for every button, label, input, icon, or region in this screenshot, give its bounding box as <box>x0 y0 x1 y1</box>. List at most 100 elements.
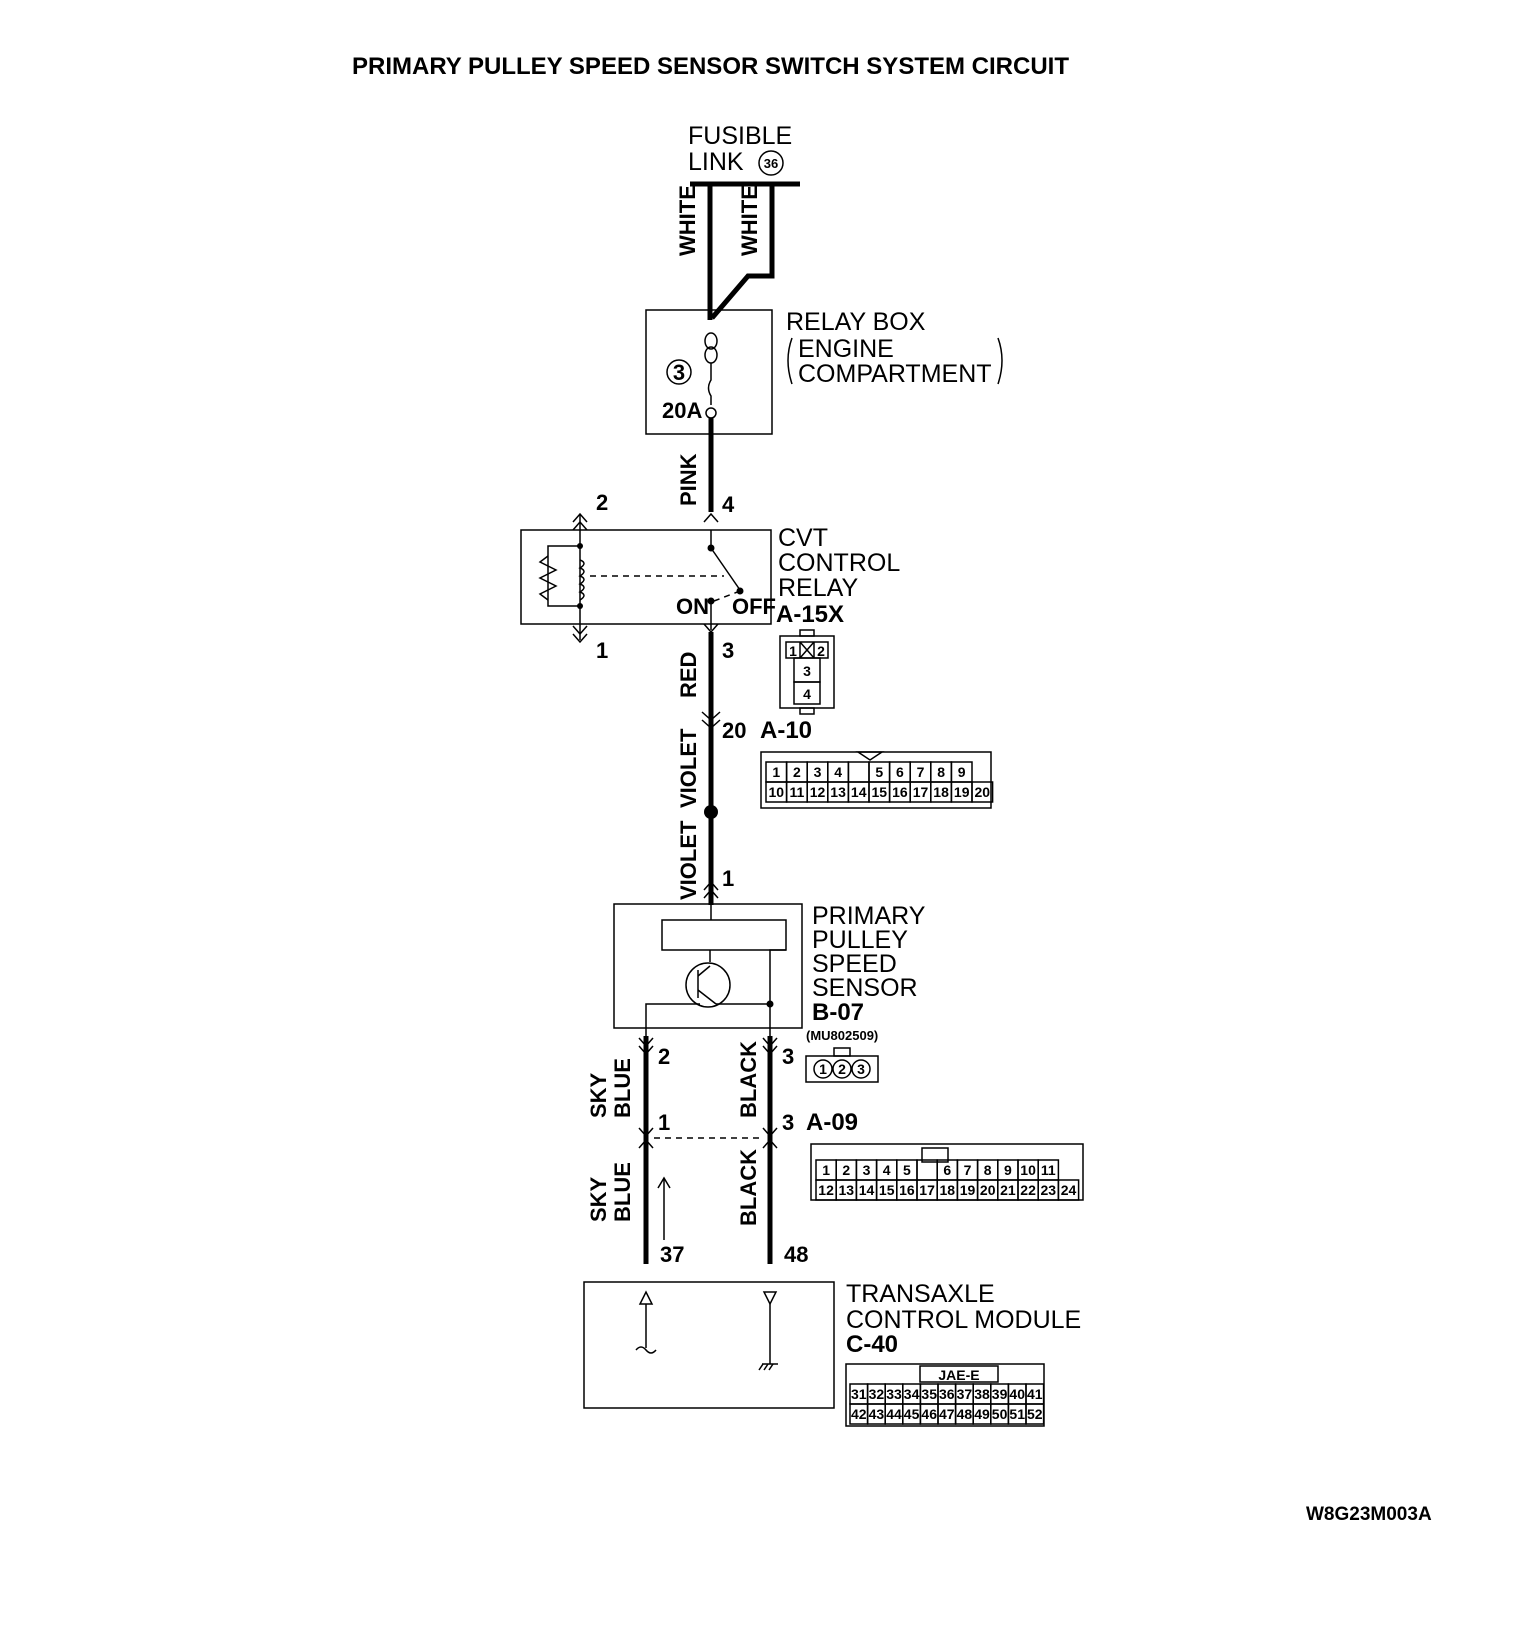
sensor-label-4: SENSOR <box>812 974 918 1002</box>
a15x-latch-top <box>799 629 815 637</box>
a10face-cell-row2-6: 16 <box>892 784 908 800</box>
pink-wire-group: PINK 4 <box>676 418 735 523</box>
tcm-label-1: TRANSAXLE <box>846 1280 995 1308</box>
a09face-cell-row2-11: 23 <box>1041 1182 1057 1198</box>
a10face-cell-box-row1-4 <box>847 761 870 783</box>
a09-connector-name: A-09 <box>806 1109 858 1136</box>
sensor-label-1: PRIMARY <box>812 902 926 930</box>
c40face-cell-row1-2: 33 <box>886 1386 902 1402</box>
a09face-cell-row1-6: 6 <box>943 1162 951 1178</box>
wire-label-red: RED <box>676 652 701 698</box>
white-wires: WHITE WHITE <box>675 184 775 320</box>
cvt-pin-3: 3 <box>722 638 734 663</box>
a10face-cell-row2-7: 17 <box>913 784 929 800</box>
c40face-cell-row1-1: 32 <box>869 1386 885 1402</box>
relay-box: 3 20A RELAY BOX ENGINE COMPARTMENT <box>645 308 1003 435</box>
sensor-pin-2: 2 <box>658 1044 670 1069</box>
pin-2-arrow-1 <box>572 512 588 523</box>
b07-pin-circle-2 <box>832 1059 852 1079</box>
a09face-cell-row1-10: 10 <box>1020 1162 1036 1178</box>
fuse-number-circle <box>666 359 692 385</box>
a10face-cell-row1-2: 3 <box>814 764 822 780</box>
a09face-cell-row1-1: 2 <box>842 1162 850 1178</box>
switch-off-label: OFF <box>732 594 776 619</box>
c40face-cell-row2-2: 44 <box>886 1406 902 1422</box>
cvt-relay-label-2: CONTROL <box>778 549 900 577</box>
transistor-icon <box>685 962 731 1008</box>
sensor-pin-1: 1 <box>722 866 734 891</box>
relay-box-paren-right <box>997 337 1003 385</box>
a10face-cell-row1-8: 8 <box>937 764 945 780</box>
b07-cell-1: 1 <box>819 1061 827 1077</box>
a10-arrow-1 <box>701 711 721 722</box>
a09face-cell-row2-7: 19 <box>960 1182 976 1198</box>
sensor-part-number: (MU802509) <box>806 1028 878 1043</box>
tcm-input-symbol <box>635 1346 657 1354</box>
sensor-ground-node <box>766 1000 774 1008</box>
c40face-cell-row2-1: 43 <box>869 1406 885 1422</box>
wire-label-black-upper: BLACK <box>736 1041 761 1118</box>
wire-label-white-left: WHITE <box>675 185 700 256</box>
tcm-outline <box>583 1281 835 1409</box>
sensor-element-icon <box>661 919 787 951</box>
fusible-link-number: 36 <box>764 156 778 171</box>
a10face-cell-row1-6: 6 <box>896 764 904 780</box>
b07-pin-circle-1 <box>813 1059 833 1079</box>
a10face-cell-row2-3: 13 <box>830 784 846 800</box>
switch-on-label: ON <box>676 594 709 619</box>
wire-label-violet-lower: VIOLET <box>676 820 701 900</box>
ground-icon-hatch-2 <box>763 1363 769 1371</box>
a09face-cell-row2-4: 16 <box>899 1182 915 1198</box>
c40face-cell-box-row2-10 <box>1025 1403 1045 1425</box>
relay-box-label-1: RELAY BOX <box>786 308 926 336</box>
a09-left-arrow-down <box>638 1127 654 1138</box>
sensor-label-3: SPEED <box>812 950 897 978</box>
a10face-cell-row2-9: 19 <box>954 784 970 800</box>
b07-cell-3: 3 <box>857 1061 865 1077</box>
c40-header: JAE-E <box>938 1367 979 1383</box>
a10-key-mark <box>855 751 885 761</box>
switch-blade <box>710 547 741 591</box>
fusible-link: FUSIBLE LINK 36 <box>688 122 800 187</box>
sensor-pin-1-arrow-2 <box>703 888 719 899</box>
c40face-cell-row2-9: 51 <box>1009 1406 1025 1422</box>
fuse-rating: 20A <box>662 398 702 423</box>
a09face-cell-row1-9: 9 <box>1004 1162 1012 1178</box>
a15x-cell-3: 3 <box>803 663 811 679</box>
a15x-latch-bottom <box>799 707 815 715</box>
a09-pin-right: 3 <box>782 1110 794 1135</box>
a10face-cell-row1-0: 1 <box>772 764 780 780</box>
sensor-pin-3: 3 <box>782 1044 794 1069</box>
pin-1-arrow-1 <box>572 625 588 636</box>
wire-label-sky-lower-2: BLUE <box>610 1162 635 1222</box>
wire-label-violet-upper: VIOLET <box>676 728 701 808</box>
a09face-cell-row1-3: 4 <box>883 1162 891 1178</box>
pin-2-arrow-2 <box>572 520 588 531</box>
relay-box-label-3: COMPARTMENT <box>798 360 992 388</box>
c40face-cell-row2-0: 42 <box>851 1406 867 1422</box>
a09face-cell-row1-0: 1 <box>822 1162 830 1178</box>
primary-pulley-speed-sensor: PRIMARY PULLEY SPEED SENSOR B-07 (MU8025… <box>613 902 926 1043</box>
fuse-terminal <box>705 407 717 419</box>
c40face-cell-row1-10: 41 <box>1027 1386 1043 1402</box>
sensor-label-2: PULLEY <box>812 926 908 954</box>
sensor-outline <box>613 903 803 1029</box>
sensor-pin-2-arrow-1 <box>638 1037 654 1048</box>
c40face-cell-row2-5: 47 <box>939 1406 955 1422</box>
a09-right-arrow-up <box>762 1138 778 1149</box>
sensor-pin-1-arrow-1 <box>703 880 719 891</box>
relay-coil-icon <box>578 559 585 601</box>
tcm-ground-arrow <box>762 1291 778 1306</box>
b07-latch <box>833 1047 851 1057</box>
tcm-connector-name: C-40 <box>846 1331 898 1358</box>
a09face-cell-box-row1-5 <box>916 1159 938 1181</box>
sensor-ground-rail <box>769 949 786 1040</box>
signal-ground-wires: 2 3 SKY BLUE BLACK 1 3 A-09 SKY BLUE BLA… <box>586 1036 858 1267</box>
a09face-cell-row2-6: 18 <box>940 1182 956 1198</box>
a10face-cell-row2-0: 10 <box>769 784 785 800</box>
a10face-cell-row1-7: 7 <box>917 764 925 780</box>
fuse-loop-upper <box>704 332 718 350</box>
c40face-cell-row2-8: 50 <box>992 1406 1008 1422</box>
cvt-pin-1: 1 <box>596 638 608 663</box>
b07-pin-circle-3 <box>851 1059 871 1079</box>
